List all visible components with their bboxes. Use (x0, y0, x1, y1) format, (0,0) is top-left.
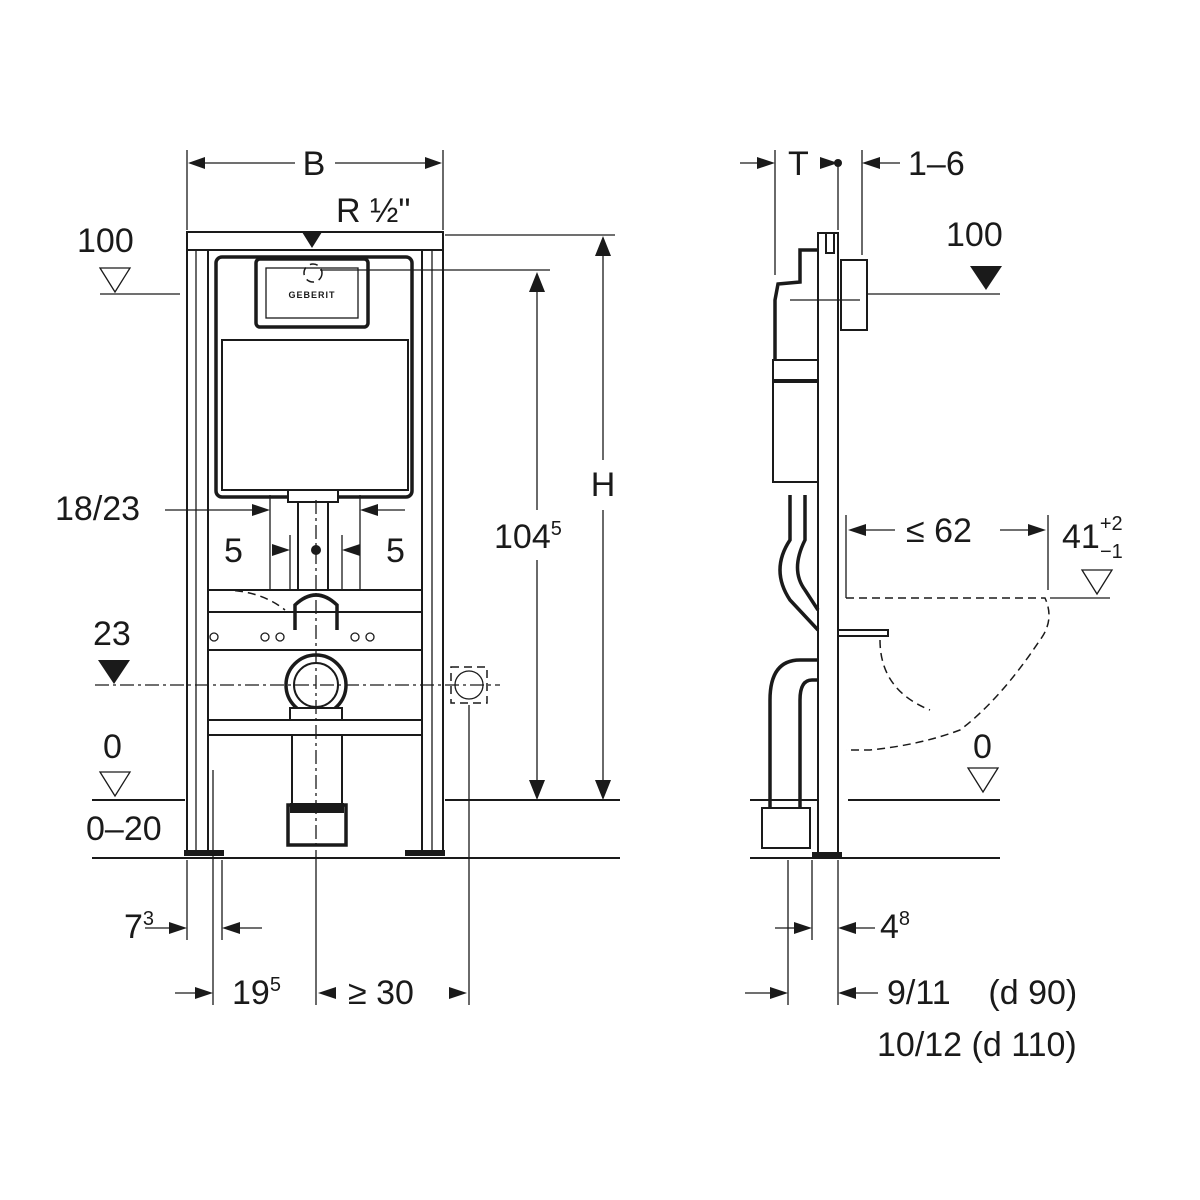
front-dimensions (98, 150, 611, 1005)
side-level-0-symbol (966, 767, 1000, 794)
height-label: H (591, 466, 616, 504)
bowl-projection-label: ≤ 62 (906, 512, 972, 550)
dim-4-8-label: 48 (880, 908, 910, 946)
wall-offset-label: 1–6 (908, 145, 965, 183)
water-connection-label: R ½" (336, 192, 410, 230)
side-level-41-symbol (1080, 569, 1114, 596)
pipe-d90-label: 9/11 (d 90) (887, 974, 1077, 1012)
front-view-frame: GEBERIT (92, 231, 620, 860)
depth-label: T (788, 145, 809, 183)
level-23-symbol (98, 660, 130, 684)
level-100-label: 100 (77, 222, 134, 260)
side-level-100-label: 100 (946, 216, 1003, 254)
offset-left-label: 5 (224, 532, 243, 570)
geberit-logo: GEBERIT (288, 290, 335, 300)
level-0-label: 0 (103, 728, 122, 766)
height-1045-label: 1045 (494, 518, 562, 556)
side-level-100-symbol (970, 266, 1002, 290)
side-view-frame (750, 232, 1110, 859)
floor-range-label: 0–20 (86, 810, 162, 848)
width-label: B (303, 145, 326, 183)
side-dimensions (740, 150, 1114, 1005)
dim-19-5-label: 195 (232, 974, 281, 1012)
bowl-height-label: 41+2−1 (1062, 513, 1123, 563)
foot-7-3-label: 73 (124, 908, 154, 946)
dim-min-30-label: ≥ 30 (348, 974, 414, 1012)
level-23-label: 23 (93, 615, 131, 653)
side-level-0-label: 0 (973, 728, 992, 766)
offset-right-label: 5 (386, 532, 405, 570)
level-100-symbol (98, 267, 132, 294)
flush-pipe-offset-label: 18/23 (55, 490, 140, 528)
level-0-symbol (98, 771, 132, 798)
pipe-d110-label: 10/12 (d 110) (877, 1026, 1077, 1064)
